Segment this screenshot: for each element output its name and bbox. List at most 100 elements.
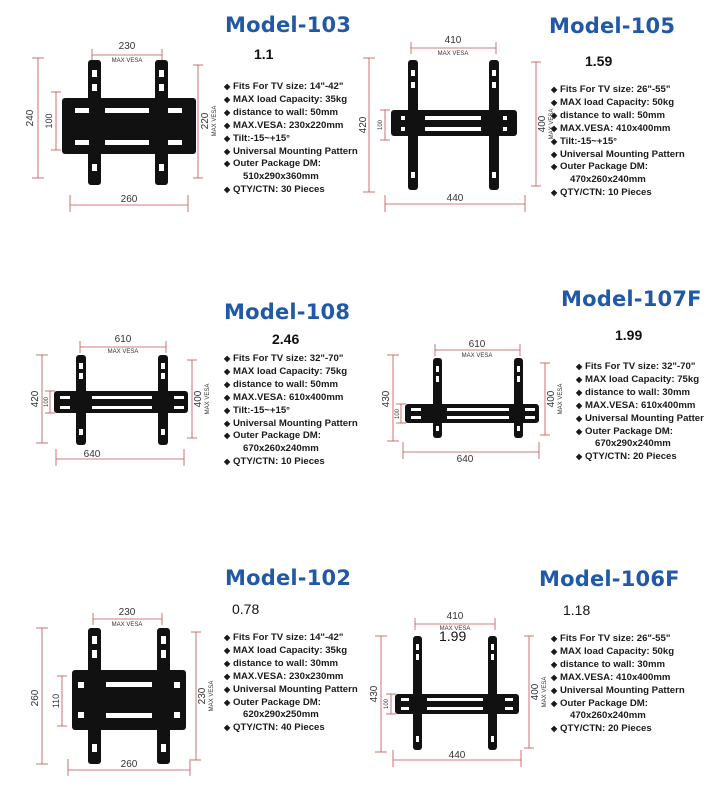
dim-vesa-label: MAX VESA <box>438 51 469 57</box>
dim-total-width: 640 <box>457 454 474 465</box>
spec-text: 470x260x240mm <box>570 710 646 722</box>
model-title: Model-102 <box>225 566 352 590</box>
spec-text: 470x260x240mm <box>570 174 646 186</box>
spec-item: 670x260x240mm <box>224 443 358 456</box>
spec-item: ◆Outer Package DM: <box>224 697 358 710</box>
spec-item: ◆MAX.VESA: 610x400mm <box>576 400 704 413</box>
spec-text: Universal Mounting Pattern <box>560 684 685 696</box>
diamond-bullet-icon: ◆ <box>576 387 583 397</box>
spec-item: ◆Outer Package DM: <box>576 426 704 439</box>
dim-vesa-height-label: MAX VESA <box>549 109 555 140</box>
product-panel-model-103: 230 MAX VESA 260 240 100 220 MAX VESA Mo… <box>0 0 358 263</box>
diamond-bullet-icon: ◆ <box>576 426 583 436</box>
model-title: Model-106F <box>539 567 680 591</box>
model-title: Model-108 <box>224 300 351 324</box>
spec-text: 620x290x250mm <box>243 709 319 721</box>
diamond-bullet-icon: ◆ <box>224 185 231 195</box>
spec-text: Outer Package DM: <box>560 161 648 173</box>
dim-vesa-width: 610 <box>115 334 132 345</box>
spec-text: Universal Mounting Pattern <box>233 417 358 429</box>
spec-text: QTY/CTN: 10 Pieces <box>233 456 325 468</box>
spec-text: 510x290x360mm <box>243 171 319 183</box>
spec-text: 670x290x240mm <box>595 438 671 450</box>
dim-total-width: 260 <box>121 194 138 205</box>
spec-text: QTY/CTN: 40 Pieces <box>233 722 325 734</box>
spec-item: ◆MAX.VESA: 410x400mm <box>551 123 685 136</box>
spec-text: Tilt:-15~+15° <box>233 132 290 144</box>
spec-text: QTY/CTN: 20 Pieces <box>585 451 677 463</box>
dim-total-height: 430 <box>369 685 380 702</box>
bracket-diagram: 230 MAX VESA 260 240 100 220 MAX VESA <box>25 41 218 212</box>
spec-item: 670x290x240mm <box>576 438 704 451</box>
price-label: 0.78 <box>232 601 260 617</box>
spec-item: ◆Universal Mounting Pattern <box>224 146 358 159</box>
price-label: 1.99 <box>615 327 643 343</box>
spec-text: distance to wall: 50mm <box>560 109 666 121</box>
spec-item: ◆QTY/CTN: 40 Pieces <box>224 722 358 735</box>
dim-vesa-label: MAX VESA <box>112 622 143 628</box>
dim-inner-height: 100 <box>44 396 50 407</box>
spec-text: Fits For TV size: 14"-42" <box>233 632 344 643</box>
dim-vesa-height-label: MAX VESA <box>558 384 564 415</box>
spec-text: distance to wall: 30mm <box>585 386 691 398</box>
spec-item: 510x290x360mm <box>224 171 358 184</box>
spec-item: ◆MAX load Capacity: 50kg <box>551 646 685 659</box>
spec-item: ◆Outer Package DM: <box>551 161 685 174</box>
spec-text: MAX load Capacity: 50kg <box>560 96 675 108</box>
spec-text: MAX.VESA: 610x400mm <box>233 391 344 403</box>
diamond-bullet-icon: ◆ <box>576 400 583 410</box>
spec-text: distance to wall: 50mm <box>233 378 339 390</box>
dim-total-height: 260 <box>30 689 41 706</box>
bracket-diagram: 610 MAX VESA 640 420 100 400 MAX VESA <box>30 334 211 466</box>
spec-text: Universal Mounting Pattern <box>233 145 358 157</box>
spec-text: MAX load Capacity: 35kg <box>233 93 348 105</box>
spec-text: distance to wall: 50mm <box>233 106 339 118</box>
dim-total-height: 420 <box>358 116 369 133</box>
price-label: 1.18 <box>563 602 591 618</box>
spec-text: MAX.VESA: 610x400mm <box>585 399 696 411</box>
spec-item: ◆Fits For TV size: 32"-70" <box>224 353 358 366</box>
spec-text: MAX load Capacity: 75kg <box>585 373 700 385</box>
spec-text: Fits For TV size: 26"-55" <box>560 84 671 95</box>
price-label: 2.46 <box>272 331 300 347</box>
diamond-bullet-icon: ◆ <box>576 374 583 384</box>
spec-item: ◆Universal Mounting Patter <box>576 413 704 426</box>
dim-inner-height: 100 <box>395 408 401 419</box>
spec-item: ◆MAX load Capacity: 75kg <box>576 374 704 387</box>
product-panel-model-107f: 610 MAX VESA 640 430 100 400 MAX VESA Mo… <box>353 263 706 526</box>
diamond-bullet-icon: ◆ <box>551 110 558 120</box>
product-panel-model-106f: 410 MAX VESA 440 430 100 400 MAX VESA 1.… <box>353 526 706 789</box>
spec-item: ◆Universal Mounting Pattern <box>224 418 358 431</box>
spec-item: ◆QTY/CTN: 10 Pieces <box>224 456 358 469</box>
spec-item: ◆Universal Mounting Pattern <box>224 684 358 697</box>
spec-item: ◆distance to wall: 30mm <box>551 659 685 672</box>
dim-vesa-label: MAX VESA <box>440 626 471 632</box>
diamond-bullet-icon: ◆ <box>551 634 558 643</box>
spec-text: Outer Package DM: <box>233 430 321 442</box>
diamond-bullet-icon: ◆ <box>551 188 558 198</box>
diamond-bullet-icon: ◆ <box>224 697 231 707</box>
spec-text: distance to wall: 30mm <box>560 658 666 670</box>
dim-vesa-width: 410 <box>447 611 464 622</box>
dim-inner-height: 110 <box>51 694 61 708</box>
spec-text: MAX load Capacity: 35kg <box>233 644 348 656</box>
spec-item: ◆Fits For TV size: 26"-55" <box>551 84 685 97</box>
dim-vesa-height: 220 <box>200 112 211 129</box>
bracket-diagram: 610 MAX VESA 640 430 100 400 MAX VESA <box>381 339 564 465</box>
product-panel-model-108: 610 MAX VESA 640 420 100 400 MAX VESA Mo… <box>0 263 358 526</box>
spec-item: ◆MAX load Capacity: 35kg <box>224 94 358 107</box>
spec-item: ◆Outer Package DM: <box>224 158 358 171</box>
dim-vesa-height-label: MAX VESA <box>205 384 211 415</box>
spec-item: ◆MAX.VESA: 410x400mm <box>551 672 685 685</box>
spec-item: ◆MAX.VESA: 230x230mm <box>224 671 358 684</box>
spec-item: ◆Fits For TV size: 14"-42" <box>224 81 358 94</box>
dim-total-height: 240 <box>25 109 36 126</box>
diamond-bullet-icon: ◆ <box>551 724 558 734</box>
spec-text: Fits For TV size: 26"-55" <box>560 633 671 644</box>
spec-item: ◆QTY/CTN: 10 Pieces <box>551 187 685 200</box>
diamond-bullet-icon: ◆ <box>224 405 231 415</box>
diamond-bullet-icon: ◆ <box>551 136 558 146</box>
dim-vesa-label: MAX VESA <box>112 58 143 64</box>
dim-vesa-height-label: MAX VESA <box>212 106 218 137</box>
spec-item: ◆Universal Mounting Pattern <box>551 685 685 698</box>
